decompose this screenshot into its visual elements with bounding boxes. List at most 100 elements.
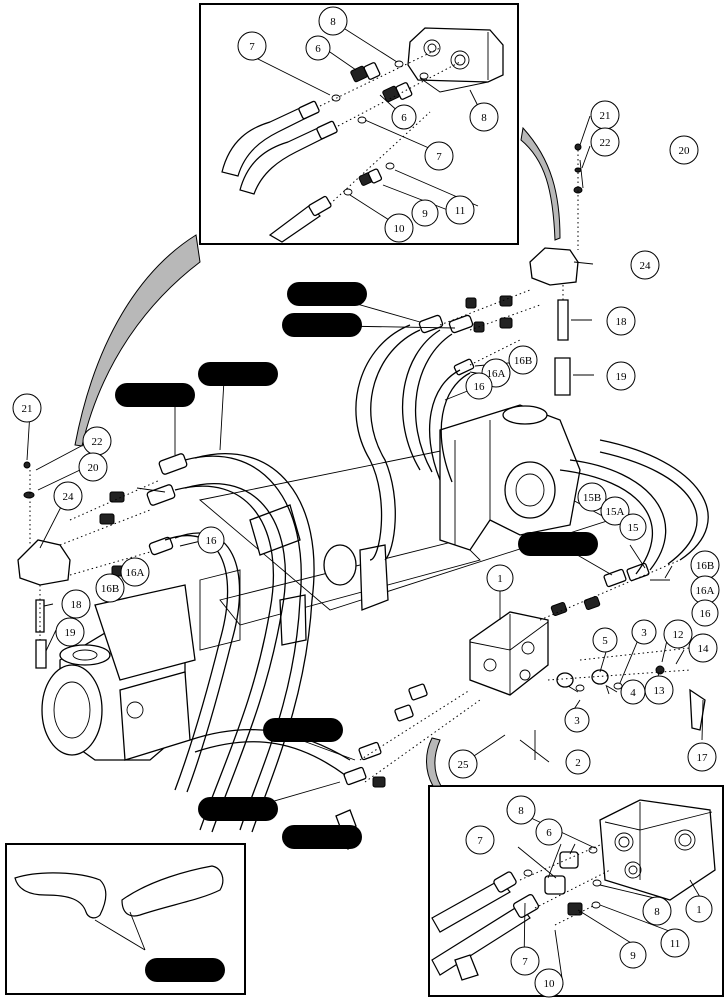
callout-11-top-inset: 11 (445, 195, 475, 225)
callout-14-main: 14 (688, 633, 718, 663)
leader-arrow-top-right (520, 126, 561, 241)
svg-text:15B: 15B (583, 492, 601, 504)
svg-text:2: 2 (575, 757, 581, 769)
svg-text:9: 9 (630, 950, 636, 962)
svg-text:11: 11 (670, 938, 681, 950)
svg-text:10: 10 (544, 978, 556, 990)
svg-text:16B: 16B (696, 560, 714, 572)
callout-18-right: 18 (606, 306, 636, 336)
callout-15-5a-5b-lower-b: 15 5A 5B (198, 797, 278, 821)
callout-16-upper: 16 (465, 372, 493, 400)
svg-text:15 5A 5B: 15 5A 5B (217, 804, 259, 816)
svg-text:16: 16 (700, 608, 712, 620)
svg-text:13: 13 (654, 685, 666, 697)
svg-text:3: 3 (641, 627, 647, 639)
callout-11-bottom-inset: 11 (660, 928, 690, 958)
svg-text:7: 7 (436, 151, 442, 163)
svg-text:22: 22 (92, 436, 103, 448)
svg-text:11: 11 (455, 205, 466, 217)
svg-text:1: 1 (497, 573, 503, 585)
callout-7-bottom-inset-a: 7 (465, 825, 495, 855)
callout-24-right: 24 (630, 250, 660, 280)
callout-22-left: 22 (82, 426, 112, 456)
callout-15-5a-5b-left-a: 15 5A 5B (115, 383, 195, 407)
callout-8-top-inset-a: 8 (318, 6, 348, 36)
svg-text:21: 21 (22, 403, 33, 415)
svg-text:16B: 16B (514, 355, 532, 367)
svg-text:16B 6A 6: 16B 6A 6 (301, 832, 344, 844)
svg-text:22: 22 (600, 137, 611, 149)
callout-18-left: 18 (61, 589, 91, 619)
callout-15-5a-5b-upper-a: 15 5A 5B (287, 282, 367, 306)
svg-text:15A: 15A (606, 506, 625, 518)
callout-12-main: 12 (663, 619, 693, 649)
callout-7-top-inset-a: 7 (237, 31, 267, 61)
callout-3-main-a: 3 (631, 619, 657, 645)
callout-15-right: 15 (619, 513, 647, 541)
callout-10-bottom-inset: 10 (534, 968, 564, 998)
callout-3-main-b: 3 (564, 707, 590, 733)
callout-6-top-inset-b: 6 (391, 104, 417, 130)
callout-10-top-inset: 10 (384, 213, 414, 243)
callout-1-bottom-inset: 1 (685, 895, 713, 923)
svg-text:3: 3 (574, 715, 580, 727)
callout-24-left: 24 (53, 481, 83, 511)
svg-text:8: 8 (518, 805, 524, 817)
callout-16a-left: 16A (120, 557, 150, 587)
hoses (164, 324, 709, 833)
callout-9-bottom-inset: 9 (619, 941, 647, 969)
svg-text:5: 5 (602, 635, 608, 647)
leader-arrow-bottom-right (426, 737, 442, 787)
callout-16-left: 16 (197, 526, 225, 554)
svg-text:4: 4 (630, 687, 636, 699)
callout-19-left: 19 (55, 617, 85, 647)
svg-text:15 5A 5B: 15 5A 5B (217, 369, 259, 381)
svg-text:8: 8 (330, 16, 336, 28)
svg-text:24: 24 (640, 260, 652, 272)
callouts: 7 8 6 6 8 7 11 9 10 21 22 20 24 18 19 15… (12, 6, 720, 998)
leader-lines (26, 21, 704, 986)
callout-2-main: 2 (565, 749, 591, 775)
leader-arrow-left (74, 234, 201, 447)
svg-text:6: 6 (546, 827, 552, 839)
callout-20-right: 20 (669, 135, 699, 165)
svg-text:8: 8 (654, 906, 660, 918)
callout-16b-left: 16B (95, 573, 125, 603)
svg-text:1: 1 (696, 904, 702, 916)
svg-text:15 5A 5B: 15 5A 5B (301, 320, 343, 332)
svg-text:19: 19 (616, 371, 628, 383)
svg-text:17: 17 (697, 752, 709, 764)
callout-16-right: 16 (691, 599, 719, 627)
svg-text:15 5A 5B: 15 5A 5B (537, 539, 579, 551)
svg-text:15 5A 5B: 15 5A 5B (306, 289, 348, 301)
main-assembly (17, 143, 706, 833)
callout-22-right: 22 (590, 127, 620, 157)
callout-5-main: 5 (592, 627, 618, 653)
svg-text:15 5A 5B: 15 5A 5B (282, 725, 324, 737)
callout-7-top-inset-b: 7 (424, 141, 454, 171)
callout-15-5a-5b-upper-b: 15 5A 5B (282, 313, 362, 337)
svg-text:14: 14 (698, 643, 710, 655)
callout-23-3a-3b: 23 3A 3B (145, 958, 225, 982)
callout-6-bottom-inset: 6 (535, 818, 563, 846)
callout-15b-right: 15B (577, 482, 607, 512)
callout-1-main: 1 (486, 564, 514, 592)
svg-text:19: 19 (65, 627, 77, 639)
callout-8-bottom-inset-a: 8 (506, 795, 536, 825)
callout-15-5a-5b-left-b: 15 5A 5B (198, 362, 278, 386)
svg-text:18: 18 (616, 316, 628, 328)
callout-16b-right: 16B (690, 550, 720, 580)
bottom-left-inset-parts (14, 865, 224, 919)
svg-text:18: 18 (71, 599, 83, 611)
callout-8-top-inset-b: 8 (469, 102, 499, 132)
callout-8-bottom-inset-b: 8 (642, 896, 672, 926)
svg-text:21: 21 (600, 110, 611, 122)
svg-text:16A: 16A (126, 567, 145, 579)
callout-6-top-inset-a: 6 (305, 35, 331, 61)
svg-text:16: 16 (206, 535, 218, 547)
callout-16b-upper: 16B (508, 345, 538, 375)
callout-15-5a-5b-lower-a: 15 5A 5B (263, 718, 343, 742)
svg-text:25: 25 (458, 759, 470, 771)
svg-text:16: 16 (474, 381, 486, 393)
